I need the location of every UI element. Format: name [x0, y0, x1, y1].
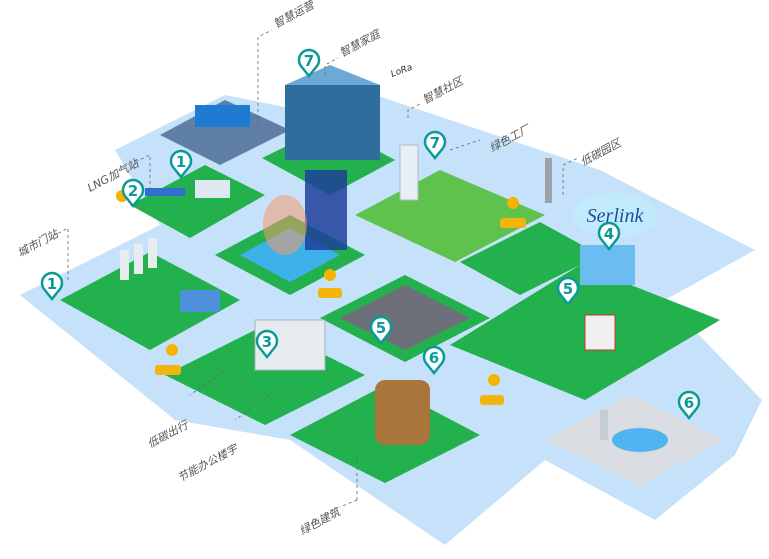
data-tower: [305, 170, 347, 250]
marker-number: 3: [262, 333, 272, 351]
community-tower: [399, 144, 419, 201]
map-pin-icon: [423, 130, 447, 161]
marker-7-smart-community[interactable]: 7: [423, 130, 447, 161]
marker-number: 5: [563, 280, 573, 298]
marker-7-smart-home[interactable]: 7: [297, 48, 321, 79]
map-pin-icon: [169, 149, 193, 180]
marker-number: 7: [430, 134, 440, 152]
yellow-pins: [116, 190, 519, 386]
marker-5-parking[interactable]: 5: [369, 315, 393, 346]
airport-terminal: [612, 428, 668, 452]
map-pin-icon: [297, 48, 321, 79]
map-pin-icon: [597, 221, 621, 252]
marker-number: 5: [376, 319, 386, 337]
marker-number: 6: [684, 394, 694, 412]
location-pin-icon: [166, 344, 178, 356]
label-city-gate-station: 城市门站: [15, 227, 62, 260]
factory-platform: [460, 222, 600, 295]
numbered-markers: 7 7 1 2 1 3 5 5 4 6: [40, 48, 701, 421]
taxi-icon: [155, 365, 181, 375]
location-pin-icon: [488, 374, 500, 386]
marker-number: 4: [604, 225, 614, 243]
marker-number: 1: [47, 275, 57, 293]
hospital-building: [584, 314, 616, 351]
marker-number: 7: [304, 52, 314, 70]
service-center-platform: [160, 100, 290, 165]
location-pin-icon: [324, 269, 336, 281]
leader-lines: [54, 29, 579, 508]
marker-3-office[interactable]: 3: [255, 329, 279, 360]
gas-station-building: [195, 180, 230, 198]
control-tower: [600, 410, 608, 440]
hologram-globe: [263, 195, 307, 255]
gas-tanks: [120, 238, 157, 280]
marker-6-airport[interactable]: 6: [677, 390, 701, 421]
map-pin-icon: [556, 276, 580, 307]
map-pin-icon: [677, 390, 701, 421]
factory-chimney: [545, 158, 552, 203]
map-pin-icon: [422, 345, 446, 376]
label-energy-saving-office: 节能办公楼宇: [175, 441, 241, 484]
marker-1-lng[interactable]: 1: [169, 149, 193, 180]
marker-1-city-gate[interactable]: 1: [40, 271, 64, 302]
location-pin-icon: [507, 197, 519, 209]
label-smart-operation: 智慧运营: [271, 0, 318, 31]
marker-number: 2: [128, 182, 138, 200]
map-pin-icon: [255, 329, 279, 360]
brand-logo: Serlink: [587, 205, 645, 227]
label-lora: LoRa: [390, 63, 414, 80]
marker-2-lng[interactable]: 2: [121, 178, 145, 209]
label-green-building: 绿色建筑: [297, 505, 344, 538]
hotel-building: [375, 380, 430, 445]
taxis: [155, 218, 526, 405]
marker-4-park[interactable]: 4: [597, 221, 621, 252]
park-main-building: [580, 245, 635, 285]
lng-platform: [130, 165, 265, 238]
map-pin-icon: [121, 178, 145, 209]
marker-6-green-building[interactable]: 6: [422, 345, 446, 376]
gas-canopy: [145, 188, 185, 196]
marker-number: 6: [429, 349, 439, 367]
city-gate-platform: [60, 252, 240, 350]
gate-station-building: [180, 290, 220, 312]
map-pin-icon: [369, 315, 393, 346]
label-low-carbon-travel: 低碳出行: [145, 418, 192, 451]
map-pin-icon: [40, 271, 64, 302]
marker-5-park[interactable]: 5: [556, 276, 580, 307]
buildings: [120, 65, 668, 452]
service-building: [195, 105, 250, 127]
smart-home-house: [285, 85, 380, 160]
label-smart-community: 智慧社区: [420, 74, 467, 107]
taxi-icon: [318, 288, 342, 298]
label-smart-home: 智慧家庭: [337, 27, 384, 60]
taxi-icon: [500, 218, 526, 228]
taxi-icon: [480, 395, 504, 405]
serlink-halo: [573, 193, 657, 237]
marker-number: 1: [176, 153, 186, 171]
house-roof: [285, 65, 380, 85]
label-low-carbon-park: 低碳园区: [578, 136, 625, 169]
